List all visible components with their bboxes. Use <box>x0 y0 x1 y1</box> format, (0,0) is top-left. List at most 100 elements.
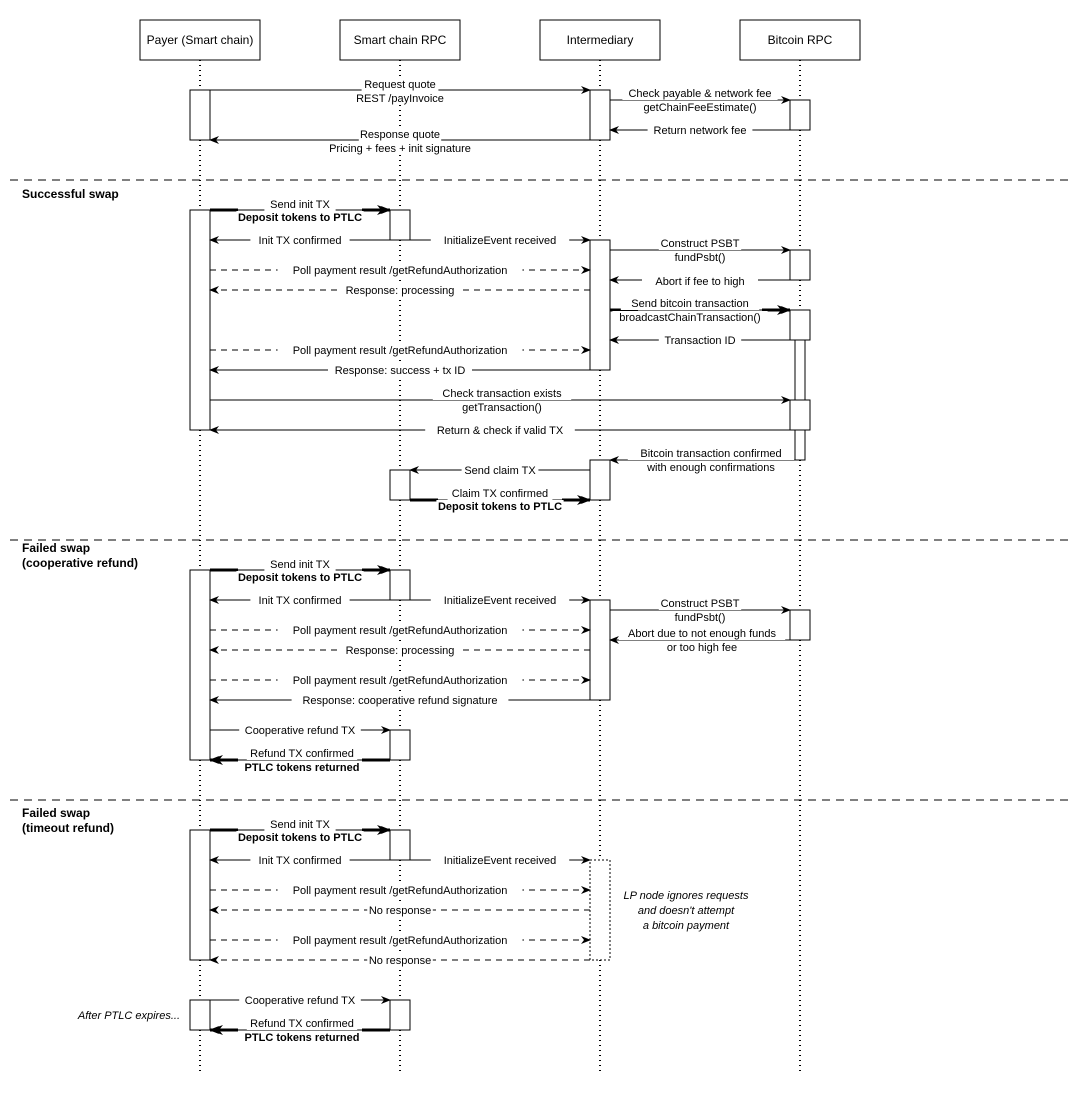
message-s2-poll2: Poll payment result /getRefundAuthorizat… <box>210 674 591 687</box>
message-label: Deposit tokens to PTLC <box>238 212 362 224</box>
section-timeout-label: Failed swap <box>22 806 90 820</box>
message-label-bg <box>436 500 564 513</box>
message-s2-construct: Construct PSBT fundPsbt() <box>610 597 791 624</box>
note-lp-ignores: LP node ignores requests and doesn't att… <box>624 890 749 932</box>
message-label: InitializeEvent received <box>444 855 557 867</box>
message-label: Deposit tokens to PTLC <box>238 572 362 584</box>
participant-intermediary: Intermediary <box>539 19 661 61</box>
message-check-payable: Check payable & network feegetChainFeeEs… <box>610 87 791 114</box>
message-label-bg <box>670 611 730 624</box>
message-label: Response: success + tx ID <box>335 365 466 377</box>
participant-rpc-label: Smart chain RPC <box>354 33 447 47</box>
message-label: Send init TX <box>270 819 330 831</box>
message-label-bg <box>239 994 361 1007</box>
message-s1-return-check: Return & check if valid TX <box>209 424 790 437</box>
message-label-bg <box>627 447 795 460</box>
message-s1-init-conf: Init TX confirmed <box>209 234 390 247</box>
message-label: Deposit tokens to PTLC <box>438 501 562 513</box>
message-label: Abort due to not enough funds <box>628 628 777 640</box>
message-label: Poll payment result /getRefundAuthorizat… <box>293 935 508 947</box>
participant-intermediary-label: Intermediary <box>567 33 634 47</box>
section-dividers <box>10 179 1072 801</box>
message-label-bg <box>342 284 458 297</box>
message-label: Poll payment result /getRefundAuthorizat… <box>293 625 508 637</box>
message-s2-init-conf: Init TX confirmed <box>209 594 390 607</box>
message-label: Cooperative refund TX <box>245 725 356 737</box>
message-label: Response: processing <box>346 645 455 657</box>
message-label-bg <box>250 594 350 607</box>
message-s2-coop-tx: Cooperative refund TX <box>210 724 391 737</box>
message-label-bg <box>447 487 553 500</box>
note-lp-ignores-line-3: a bitcoin payment <box>643 920 730 932</box>
message-label: Send claim TX <box>464 465 536 477</box>
message-label: Abort if fee to high <box>655 276 744 288</box>
participant-rpc: Smart chain RPC <box>339 19 461 61</box>
lifelines <box>199 60 801 1072</box>
message-s3-poll1: Poll payment result /getRefundAuthorizat… <box>210 884 591 897</box>
activation-payer-s2 <box>189 569 211 761</box>
message-label: Init TX confirmed <box>259 235 342 247</box>
activation-rpc-s2-init <box>389 569 411 601</box>
message-label: REST /payInvoice <box>356 93 444 105</box>
message-label-bg <box>432 387 572 400</box>
activation-rpc-s2-refund <box>389 729 411 761</box>
message-s2-coop-sig: Response: cooperative refund signature <box>209 694 590 707</box>
message-label-bg <box>277 884 523 897</box>
message-label-bg <box>455 401 549 414</box>
message-label: fundPsbt() <box>675 252 726 264</box>
activation-intermediary-s1 <box>589 239 611 371</box>
activation-payer-s1 <box>189 209 211 431</box>
note-after-ptlc: After PTLC expires... <box>77 1010 180 1022</box>
message-label: Bitcoin transaction confirmed <box>640 448 781 460</box>
message-label: Init TX confirmed <box>259 855 342 867</box>
message-label-bg <box>430 594 570 607</box>
activation-intermediary-s1-claim <box>589 459 611 501</box>
message-label: Construct PSBT <box>661 598 740 610</box>
message-label: PTLC tokens returned <box>245 1032 360 1044</box>
message-label: broadcastChainTransaction() <box>619 312 760 324</box>
message-label: fundPsbt() <box>675 612 726 624</box>
message-label: Claim TX confirmed <box>452 488 548 500</box>
message-label: No response <box>369 955 431 967</box>
message-label: Send init TX <box>270 559 330 571</box>
message-label-bg <box>647 124 753 137</box>
message-label: Pricing + fees + init signature <box>329 143 471 155</box>
message-s1-processing: Response: processing <box>209 284 590 297</box>
message-label-bg <box>430 234 570 247</box>
message-label: or too high fee <box>667 642 737 654</box>
message-label: getChainFeeEstimate() <box>643 102 756 114</box>
message-label: Init TX confirmed <box>259 595 342 607</box>
message-s3-init-event: InitializeEvent received <box>410 854 591 867</box>
message-s1-poll2: Poll payment result /getRefundAuthorizat… <box>210 344 591 357</box>
message-label-bg <box>236 211 364 224</box>
message-label: Response quote <box>360 129 440 141</box>
message-label-bg <box>639 101 761 114</box>
activation-btc-s1-construct <box>789 249 811 281</box>
message-label-bg <box>277 624 523 637</box>
activation-rpc-s1-claim <box>389 469 411 501</box>
message-s1-init-event: InitializeEvent received <box>410 234 591 247</box>
message-label-bg <box>246 747 358 760</box>
message-label-bg <box>264 558 336 571</box>
message-label-bg <box>277 674 523 687</box>
message-label: Deposit tokens to PTLC <box>238 832 362 844</box>
message-label-bg <box>612 311 768 324</box>
message-label: Construct PSBT <box>661 238 740 250</box>
participant-btc: Bitcoin RPC <box>739 19 861 61</box>
activation-payer-s3-refund <box>189 999 211 1031</box>
participant-payer: Payer (Smart chain) <box>139 19 261 61</box>
activation-intermediary-quote <box>589 89 611 141</box>
message-s1-send-claim: Send claim TX <box>409 464 590 477</box>
activation-rpc-s1-init <box>389 209 411 241</box>
message-label-bg <box>358 128 442 141</box>
activation-btc-s1-check <box>789 399 811 431</box>
message-label: Refund TX confirmed <box>250 1018 354 1030</box>
message-label: Return & check if valid TX <box>437 425 564 437</box>
message-s3-poll2: Poll payment result /getRefundAuthorizat… <box>210 934 591 947</box>
